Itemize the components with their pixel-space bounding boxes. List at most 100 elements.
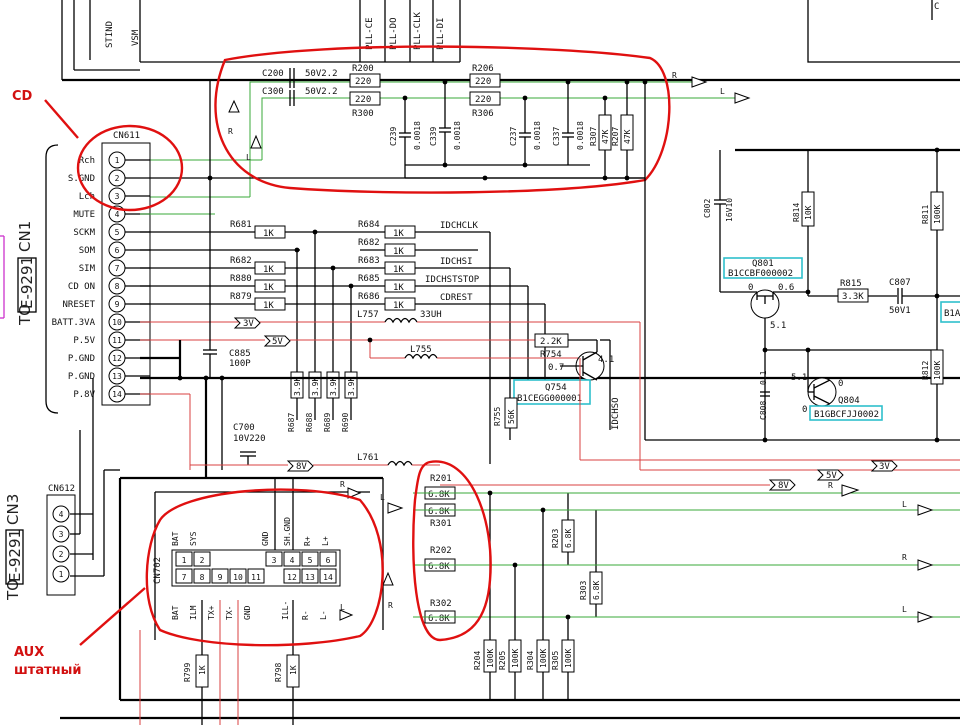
- control-lines: [140, 213, 611, 464]
- cn702-pin-10: [229, 568, 247, 584]
- svg-text:1K: 1K: [289, 665, 298, 675]
- r306-body: [469, 91, 501, 106]
- resistor-1k: [384, 243, 416, 257]
- c200-ref: C200: [262, 69, 284, 79]
- aux-resistor-ref: R203: [551, 529, 560, 548]
- svg-text:5.1: 5.1: [770, 321, 786, 331]
- signal-idchsi: IDCHSI: [440, 257, 473, 267]
- resistor-1k: [254, 297, 286, 311]
- cn612-pin-1: [52, 565, 70, 583]
- aux-resistor-value: 6.8K: [428, 562, 450, 572]
- svg-text:B1GBCFJJ0002: B1GBCFJJ0002: [814, 410, 879, 420]
- cn611-pin-number: 10: [112, 318, 122, 327]
- cn611-pin-number: 11: [112, 336, 122, 345]
- cn702-pin-number: 9: [218, 573, 223, 582]
- svg-text:0.7: 0.7: [548, 363, 564, 373]
- resistor-1k: [384, 225, 416, 239]
- svg-text:R: R: [828, 481, 833, 490]
- cn611-name: CN611: [113, 131, 140, 141]
- cn611-ref-box: [17, 257, 37, 313]
- cn611-pin-label: BATT.3VA: [52, 318, 96, 328]
- svg-text:R307: R307: [589, 127, 598, 146]
- resistors-1k: 1KR6811KR6821KR8801KR8791KR6841KR6821KR6…: [230, 220, 416, 311]
- cn612-pin-number: 2: [59, 550, 64, 559]
- aux-resistor-value: 6.8K: [592, 581, 601, 600]
- r200-ref: R200: [352, 64, 374, 74]
- c337: C337 0.0018: [552, 118, 585, 150]
- svg-text:100P: 100P: [229, 359, 251, 369]
- svg-text:0.0018: 0.0018: [576, 121, 585, 150]
- cn702-top-label: SH.GND: [283, 517, 292, 546]
- ground-bus: [140, 340, 960, 478]
- signal-idchclk: IDCHCLK: [440, 221, 479, 231]
- cn612-pin-3: [52, 525, 70, 543]
- pull-resistor-ref: R688: [305, 413, 314, 432]
- svg-text:8V: 8V: [778, 481, 789, 491]
- cn702-pin-number: 14: [323, 573, 333, 582]
- signal-pll-ce: PLL-CE: [365, 17, 375, 50]
- cn702-pin-4: [283, 551, 301, 567]
- signal-idchso: IDCHSO: [611, 397, 621, 430]
- cd-out-l: L: [720, 87, 725, 96]
- svg-text:0: 0: [802, 405, 807, 415]
- cn612-pin-number: 1: [59, 570, 64, 579]
- cn611-pin-number: 2: [115, 174, 120, 183]
- cn611-pin-number: 1: [115, 156, 120, 165]
- signal-vsm: VSM: [131, 29, 141, 46]
- aux-resistor-value: 6.8K: [564, 529, 573, 548]
- cn702-pin-8: [193, 568, 211, 584]
- resistor-1k-ref: R879: [230, 292, 252, 302]
- c700: C700 10V220: [233, 423, 266, 465]
- r207: 47K R207: [611, 114, 634, 151]
- cn611-pin-label: P.5V: [73, 336, 95, 346]
- r206-ref: R206: [472, 64, 494, 74]
- cn611-pin-number: 14: [112, 390, 122, 399]
- cn611-cn: CN1: [16, 221, 34, 252]
- cn702-pin-12: [283, 568, 301, 584]
- resistor-1k-value: 1K: [393, 229, 404, 239]
- cn702-pin-number: 13: [305, 573, 315, 582]
- svg-text:R811: R811: [921, 205, 930, 224]
- svg-text:5V: 5V: [826, 471, 837, 481]
- cn702-bottom-label: L-: [319, 610, 328, 620]
- resistor-1k-ref: R682: [358, 238, 380, 248]
- cn702-pin-number: 1: [182, 556, 187, 565]
- resistor-1k: [254, 261, 286, 275]
- svg-text:4.1: 4.1: [598, 355, 614, 365]
- r200-body: [349, 73, 381, 88]
- svg-text:8V: 8V: [296, 462, 307, 472]
- cn702-pin-5: [301, 551, 319, 567]
- cn611-pin-label: SIM: [79, 264, 96, 274]
- aux-r-label: R: [340, 480, 345, 489]
- svg-text:C885: C885: [229, 349, 251, 359]
- pull-resistor-value: 3.9K: [347, 377, 356, 396]
- svg-text:33UH: 33UH: [420, 310, 442, 320]
- svg-text:56K: 56K: [507, 409, 516, 424]
- svg-text:R207: R207: [611, 127, 620, 146]
- resistor-1k-value: 1K: [393, 283, 404, 293]
- aux-ring: [145, 488, 384, 647]
- cn702-pin-7: [175, 568, 193, 584]
- cn612-pin-number: 3: [59, 530, 64, 539]
- cn702-pin-number: 4: [290, 556, 295, 565]
- svg-text:C339: C339: [429, 127, 438, 146]
- svg-text:1K: 1K: [198, 665, 207, 675]
- tag-5v: 5V: [140, 335, 535, 347]
- cd-filter: R L R L C200 50V2.2 C300 50V2.2 220 R200…: [140, 64, 751, 198]
- svg-text:50V1: 50V1: [889, 306, 911, 316]
- resistor-1k-value: 1K: [393, 247, 404, 257]
- cn702-pin-13: [301, 568, 319, 584]
- bottom-resistor-value: 100K: [511, 649, 520, 668]
- cn702-pin-1: [175, 551, 193, 567]
- aux-resistor-value: 6.8K: [428, 507, 450, 517]
- cn611-pin-label: NRESET: [62, 300, 95, 310]
- cn611-pin-number: 4: [115, 210, 120, 219]
- svg-text:R815: R815: [840, 279, 862, 289]
- bottom-resistor-value: 100K: [486, 649, 495, 668]
- l757: L757 33UH: [140, 310, 640, 324]
- r300-value: 220: [355, 95, 371, 105]
- svg-text:5V: 5V: [272, 337, 283, 347]
- cn702-pin-number: 7: [182, 573, 187, 582]
